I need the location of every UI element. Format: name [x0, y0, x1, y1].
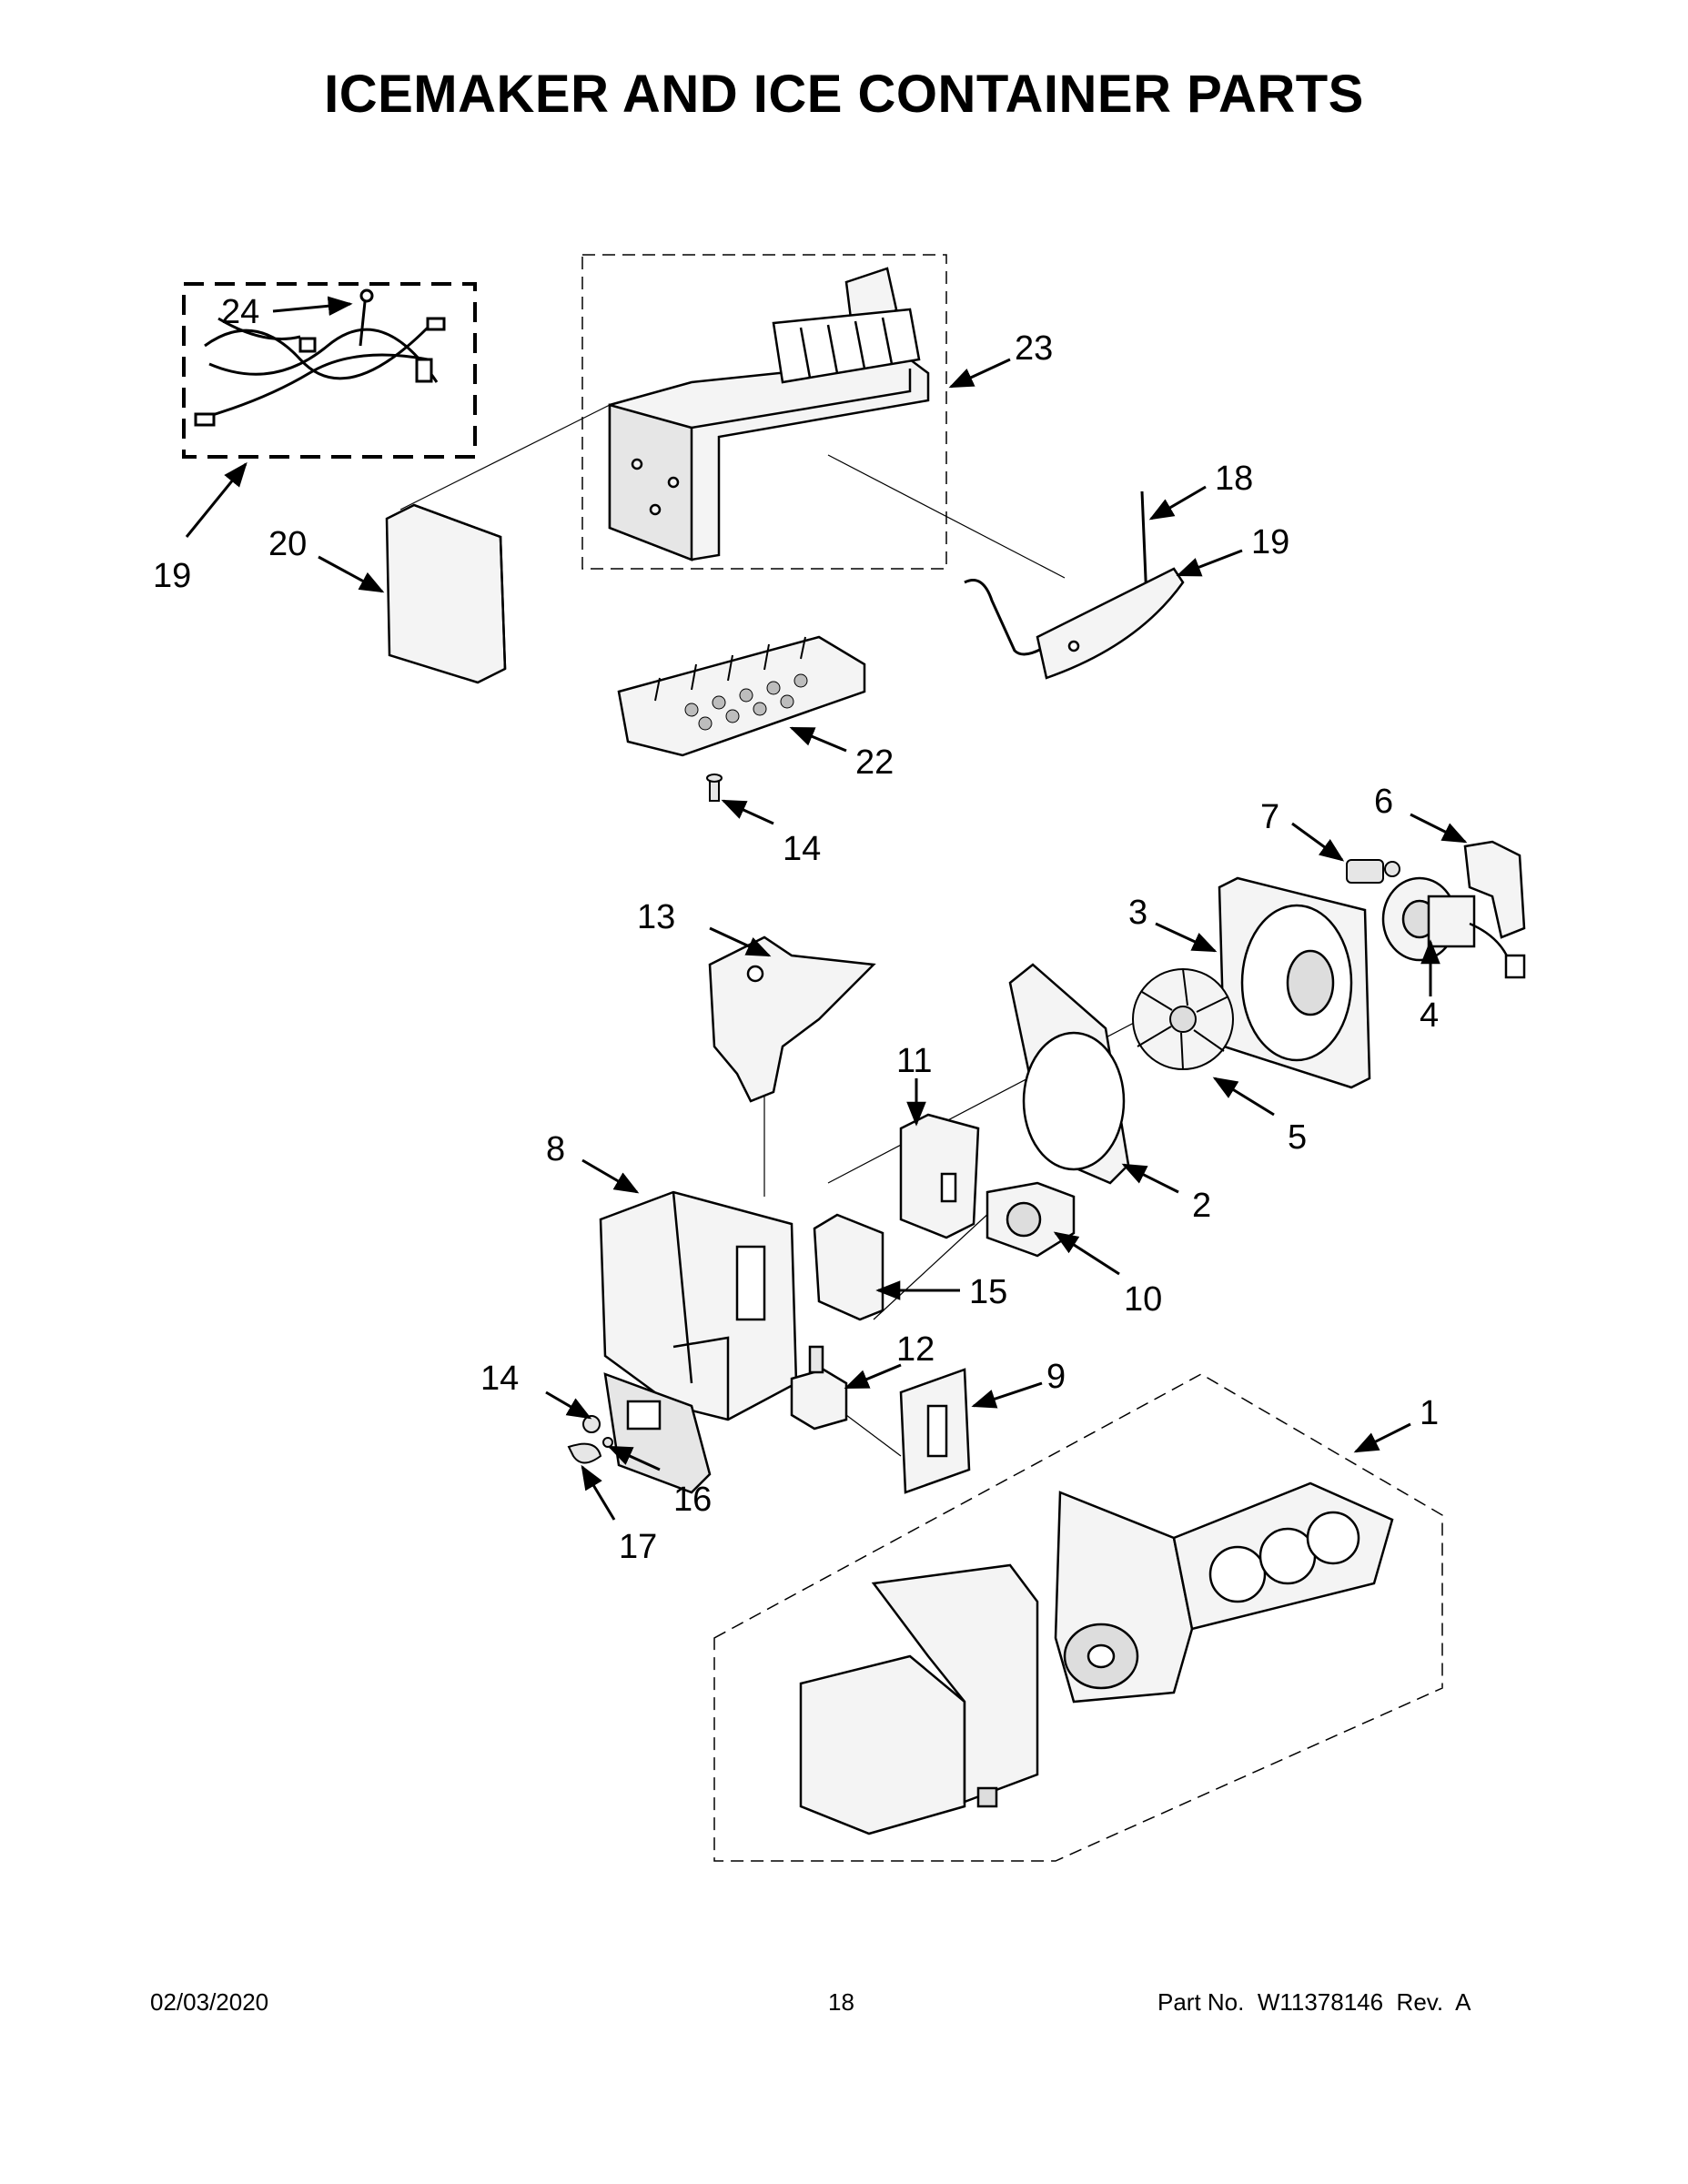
page-title: ICEMAKER AND ICE CONTAINER PARTS	[324, 65, 1364, 124]
callout-19: 19	[1251, 523, 1289, 561]
icemaker-assembly-group	[581, 254, 947, 570]
evaporator-housing	[1218, 876, 1371, 1089]
arrow-21	[318, 555, 385, 593]
arrow-14-top	[721, 799, 774, 825]
callout-8: 8	[546, 1130, 565, 1168]
footer-date: 02/03/2020	[150, 1988, 269, 2016]
callout-21: 20	[268, 525, 307, 563]
callout-14-top: 14	[783, 830, 821, 868]
arrow-19	[1176, 549, 1243, 577]
motor-bracket	[1463, 840, 1526, 939]
callout-22: 22	[855, 743, 894, 782]
icemaker-cover	[385, 503, 507, 684]
callout-18: 18	[1215, 460, 1253, 498]
arrow-18	[1148, 485, 1207, 521]
callout-arrows	[185, 296, 1468, 1521]
callout-24: 24	[221, 293, 259, 331]
callout-17: 17	[619, 1528, 657, 1566]
wire-harness	[194, 317, 446, 427]
arrow-20	[185, 461, 248, 538]
callout-15: 15	[969, 1273, 1007, 1311]
callout-16: 16	[673, 1481, 712, 1519]
fan-shroud	[1008, 963, 1130, 1185]
callout-2: 2	[1192, 1187, 1211, 1225]
arrow-12	[844, 1363, 902, 1390]
footer-part-number: Part No. W11378146 Rev. A	[1157, 1988, 1471, 2016]
mold-heater-grid	[684, 673, 808, 731]
arrow-17	[581, 1464, 616, 1521]
callout-1: 1	[1420, 1394, 1439, 1432]
callout-10: 10	[1124, 1280, 1162, 1319]
icemaker-dashed-box	[581, 254, 947, 570]
callout-14-bottom: 14	[480, 1360, 519, 1398]
hardware-small	[567, 1415, 613, 1464]
callout-23: 23	[1015, 329, 1053, 368]
auger-motor	[986, 1181, 1076, 1258]
harness-dashed-box	[182, 282, 477, 459]
ice-bin	[1054, 1481, 1394, 1704]
shutoff-arm-cover	[1036, 567, 1185, 680]
callout-5: 5	[1288, 1118, 1307, 1157]
mold-heater	[617, 635, 866, 757]
arrow-1	[1353, 1422, 1411, 1453]
footer-page-number: 18	[828, 1988, 854, 2016]
callout-3: 3	[1128, 894, 1147, 932]
dispenser-housing	[599, 1190, 798, 1494]
fan-blade	[1132, 968, 1234, 1070]
callout-9: 9	[1046, 1358, 1066, 1396]
arrow-16	[607, 1445, 661, 1471]
grommet	[1346, 859, 1400, 884]
callout-labels: 24 19 20 23 18 19 22 14 7 6 3 4 13 11 5 …	[153, 293, 1439, 1566]
arrow-5	[1212, 1077, 1275, 1117]
arrow-3	[1155, 922, 1218, 953]
callout-12: 12	[896, 1330, 935, 1369]
wire-harness-group	[182, 282, 477, 459]
motor-cover-bracket	[813, 1213, 884, 1321]
arrow-8	[581, 1158, 640, 1194]
leader-lines	[399, 404, 1211, 1457]
container-dashed-box	[713, 1373, 1443, 1862]
callout-11: 11	[896, 1042, 932, 1080]
arrow-2	[1121, 1163, 1179, 1194]
arrow-24	[272, 296, 353, 317]
callout-13: 13	[637, 898, 675, 936]
solenoid	[790, 1345, 848, 1431]
door-switch	[899, 1113, 980, 1239]
callout-4: 4	[1420, 996, 1439, 1035]
arrow-23	[948, 358, 1011, 389]
wire-tie	[359, 288, 374, 347]
callout-20: 19	[153, 557, 191, 595]
ice-chute	[708, 935, 876, 1103]
arrow-14-bottom	[545, 1390, 592, 1420]
callout-7: 7	[1260, 798, 1279, 836]
icemaker-assembly	[608, 267, 930, 561]
arrow-10	[1053, 1231, 1120, 1276]
arrow-13	[709, 926, 772, 957]
dispenser-pad	[899, 1368, 971, 1494]
arrow-6	[1410, 813, 1468, 844]
callout-6: 6	[1374, 783, 1393, 821]
arrow-9	[971, 1381, 1043, 1409]
ice-container-group	[713, 1373, 1443, 1862]
screw-top	[706, 774, 723, 802]
ice-bin-front	[799, 1563, 1039, 1835]
arrow-7	[1291, 822, 1345, 862]
arrow-22	[789, 726, 847, 753]
